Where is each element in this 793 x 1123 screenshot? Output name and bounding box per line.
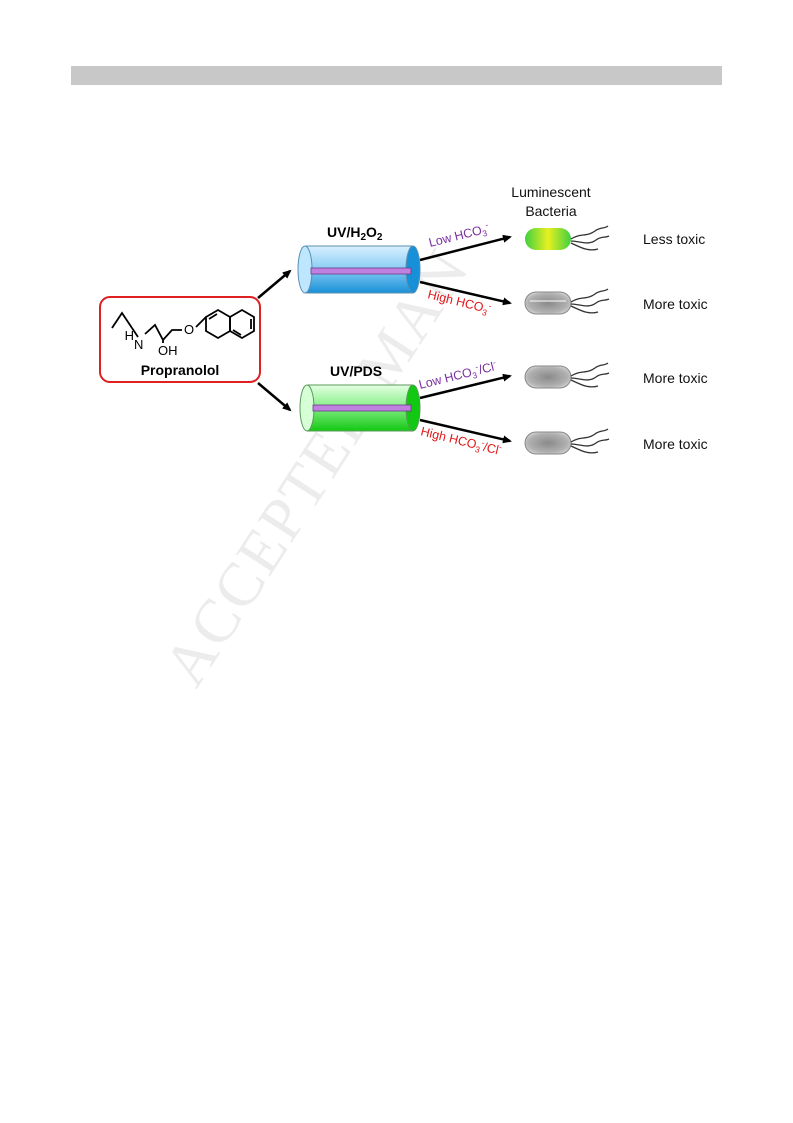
arrow-low-hco3-h2o2 <box>419 234 512 262</box>
process-label-uv-h2o2: UV/H2O2 <box>327 224 383 243</box>
condition-high-hco3-cl-pds: High HCO3-/Cl- <box>419 422 504 460</box>
propranolol-structure <box>111 308 255 343</box>
bacterium-dark <box>524 288 610 315</box>
arrow-high-hco3-h2o2 <box>419 280 512 306</box>
bacterium-luminescent <box>525 225 610 251</box>
reactor-uv-h2o2 <box>297 245 421 294</box>
atom-o: O <box>184 322 194 337</box>
reactor-uv-pds <box>299 384 421 432</box>
result-more-toxic: More toxic <box>643 296 708 312</box>
atom-h: H <box>125 328 134 343</box>
result-less-toxic: Less toxic <box>643 231 705 247</box>
arrow-high-hco3-cl-pds <box>419 418 512 444</box>
bacteria-header-line1: Luminescent <box>511 184 590 200</box>
bacteria-header-line2: Bacteria <box>525 203 577 219</box>
arrow-low-hco3-cl-pds <box>419 373 512 400</box>
atom-n: N <box>134 337 143 352</box>
bacterium-dark <box>524 428 610 455</box>
molecule-name: Propranolol <box>141 362 220 378</box>
result-more-toxic: More toxic <box>643 370 708 386</box>
header-bar <box>71 66 722 85</box>
propranolol-box: N H OH O Propranolol <box>99 296 261 383</box>
arrow-to-uv-h2o2 <box>257 269 292 299</box>
arrow-to-uv-pds <box>257 382 292 412</box>
uv-lamp <box>310 267 412 275</box>
condition-low-hco3-h2o2: Low HCO3- <box>427 219 491 251</box>
result-more-toxic: More toxic <box>643 436 708 452</box>
atom-oh: OH <box>158 343 178 358</box>
process-label-uv-pds: UV/PDS <box>330 363 382 379</box>
uv-lamp <box>312 404 412 412</box>
molecule-frame <box>99 296 261 383</box>
bacterium-dark <box>524 362 610 389</box>
